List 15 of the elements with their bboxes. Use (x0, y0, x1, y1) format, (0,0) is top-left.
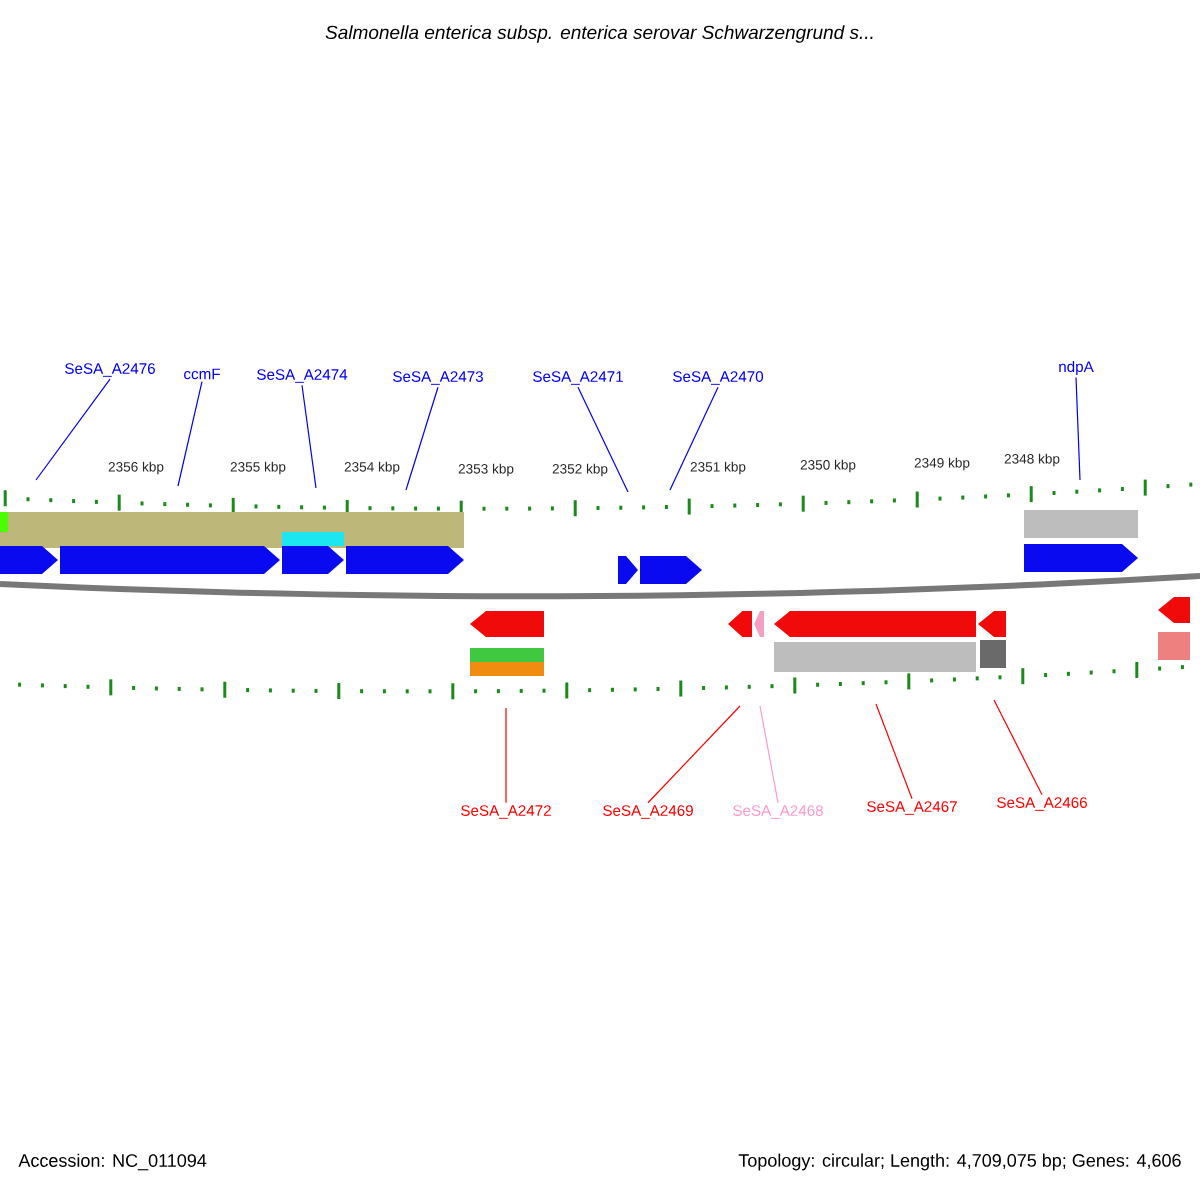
leader-line (647, 705, 741, 804)
leader-line (759, 705, 779, 804)
leader-line (669, 386, 719, 491)
leader-line (577, 386, 629, 493)
leader-line (35, 378, 111, 481)
accession-text: Accession: NC_011094 (18, 1153, 207, 1171)
leader-line (177, 381, 203, 487)
genome-info-text: Topology: circular; Length: 4,709,075 bp; Genes: 4,606 (738, 1153, 1181, 1171)
leader-line (875, 703, 913, 800)
leader-line (1075, 376, 1081, 481)
leader-line (301, 384, 317, 489)
leader-line (993, 699, 1043, 796)
leader-line (505, 707, 507, 804)
leader-line (405, 386, 439, 491)
title: Salmonella enterica subsp. enterica serovar Schwarzengrund s... (325, 25, 873, 43)
